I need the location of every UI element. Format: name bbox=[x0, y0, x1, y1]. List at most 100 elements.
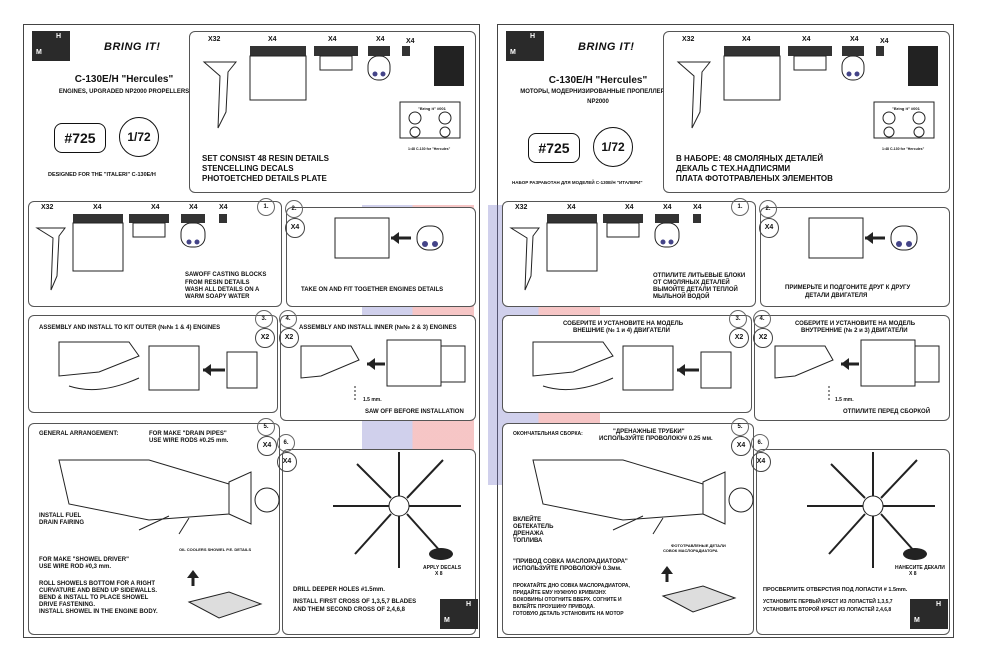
step-number: 5. bbox=[257, 418, 275, 436]
kit-title: C-130E/H "Hercules" bbox=[74, 74, 174, 85]
set-consist-2: ДЕКАЛЬ С ТЕХ.НАДПИСЯМИ bbox=[676, 164, 791, 173]
step-1-line3: ВЫМОЙТЕ ДЕТАЛИ ТЕПЛОЙ bbox=[653, 287, 738, 293]
step-1-box: 1. X32 X4 X4 X4 X4 ОТПИЛИТЕ ЛИТЬЕВЫЕ БЛО… bbox=[502, 198, 756, 307]
kit-number: #725 bbox=[54, 123, 106, 153]
qty-badge: X4 bbox=[277, 452, 297, 472]
kit-subtitle-2: NP2000 bbox=[587, 99, 609, 105]
step-4-drawing bbox=[774, 339, 940, 400]
install-cross-line1: INSTALL FIRST CROSS OF 1,3,5,7 BLADES bbox=[293, 599, 417, 605]
step-number: 6. bbox=[751, 434, 769, 452]
showel-pe-drawing bbox=[661, 566, 737, 613]
install-fuel-line1: ВКЛЕЙТЕ bbox=[513, 517, 542, 523]
roll-showels-line4: ВКЛЕЙТЕ ПРОУШИНУ ПРИВОДА. bbox=[513, 604, 595, 610]
step-number: 1. bbox=[731, 198, 749, 216]
hm-logo: H M bbox=[32, 31, 70, 61]
kit-subtitle: ENGINES, UPGRADED NP2000 PROPELLERS bbox=[58, 89, 190, 95]
step-3-line1: СОБЕРИТЕ И УСТАНОВИТЕ НА МОДЕЛЬ bbox=[563, 321, 684, 327]
install-fuel-line4: ТОПЛИВА bbox=[513, 538, 543, 544]
install-fuel-line2: DRAIN FAIRING bbox=[39, 520, 84, 526]
qty-label: X4 bbox=[567, 204, 576, 211]
qty-label: X4 bbox=[93, 204, 102, 211]
step-number: 3. bbox=[729, 310, 747, 328]
pe-plate-footer: 1:48 C-130 for "Hercules" bbox=[882, 147, 925, 151]
oil-coolers-line2: СОВОК МАСЛОРАДИАТОРА bbox=[663, 548, 718, 553]
set-consist-1: SET CONSIST 48 RESIN DETAILS bbox=[202, 154, 329, 163]
showel-pe-drawing bbox=[187, 570, 263, 619]
kit-number: #725 bbox=[528, 133, 580, 163]
roll-showels-line2: CURVATURE AND BEND UP SIDEWALLS. bbox=[39, 588, 158, 594]
roll-showels-line3: БОКОВИНЫ ОТОГНИТЕ ВВЕРХ. СОГНИТЕ И bbox=[513, 597, 622, 603]
step-1-line2: FROM RESIN DETAILS bbox=[185, 280, 250, 286]
drain-pipes-line2: ИСПОЛЬЗУЙТЕ ПРОВОЛОКУ# 0.25 мм. bbox=[599, 436, 713, 442]
drill-holes: DRILL DEEPER HOLES #1.5mm. bbox=[293, 587, 385, 593]
step-1-line4: МЫЛЬНОЙ ВОДОЙ bbox=[653, 294, 710, 300]
set-consist-1: В НАБОРЕ: 48 СМОЛЯНЫХ ДЕТАЛЕЙ bbox=[676, 154, 824, 163]
step-1-line1: ОТПИЛИТЕ ЛИТЬЕВЫЕ БЛОКИ bbox=[653, 273, 746, 279]
step-3-drawing bbox=[532, 341, 732, 391]
qty-badge: X4 bbox=[257, 436, 277, 456]
dim-1-5: 1.5 mm. bbox=[363, 397, 382, 403]
showel-driver-line2: ИСПОЛЬЗУЙТЕ ПРОВОЛОКУ# 0.3мм. bbox=[513, 566, 622, 572]
general-arrangement-label: GENERAL ARRANGEMENT: bbox=[39, 431, 119, 437]
saw-off-text: ОТПИЛИТЕ ПЕРЕД СБОРКОЙ bbox=[843, 409, 931, 415]
propeller-drawing bbox=[807, 452, 935, 568]
step-number: 3. bbox=[255, 310, 273, 328]
step-4-box: 4. X2 ASSEMBLY AND INSTALL INNER (№№ 2 &… bbox=[279, 310, 476, 421]
qty-badge: X2 bbox=[255, 328, 275, 348]
qty-label: X4 bbox=[802, 36, 811, 43]
install-cross-line1: УСТАНОВИТЕ ПЕРВЫЙ КРЕСТ ИЗ ЛОПАСТЕЙ 1,3,… bbox=[763, 599, 893, 605]
install-fuel-line3: ДРЕНАЖА bbox=[513, 531, 544, 537]
resin-parts-drawing bbox=[202, 46, 464, 139]
roll-showels-line1: ПРОКАТАЙТЕ ДНО СОВКА МАСЛОРАДИАТОРА, bbox=[513, 583, 630, 589]
scale-badge: 1/72 bbox=[593, 127, 633, 167]
step-4-line1: СОБЕРИТЕ И УСТАНОВИТЕ НА МОДЕЛЬ bbox=[795, 321, 916, 327]
roll-showels-line1: ROLL SHOWELS BOTTOM FOR A RIGHT bbox=[39, 581, 155, 587]
step-number: 6. bbox=[277, 434, 295, 452]
qty-label: X32 bbox=[515, 204, 528, 211]
qty-badge: X4 bbox=[731, 436, 751, 456]
designed-for: НАБОР РАЗРАБОТАН ДЛЯ МОДЕЛЕЙ С-130Е/Н "И… bbox=[512, 180, 643, 185]
dim-1-5: 1.5 mm. bbox=[835, 397, 854, 403]
kit-contents-box: X32 X4 X4 X4 X4 "Bring it" #001 1:48 C-1… bbox=[189, 31, 476, 193]
apply-decals-qty: X 8 bbox=[435, 571, 443, 577]
install-cross-line2: AND THEM SECOND CROSS OF 2,4,6,8 bbox=[293, 607, 406, 613]
showel-driver-line1: "ПРИВОД СОВКА МАСЛОРАДИАТОРА" bbox=[513, 559, 628, 565]
qty-label: X4 bbox=[268, 36, 277, 43]
step-1-box: 1. X32 X4 X4 X4 X4 SAWOFF CASTING BLOCKS… bbox=[28, 198, 282, 307]
step-number: 2. bbox=[285, 200, 303, 218]
set-consist-3: PHOTOETCHED DETAILS PLATE bbox=[202, 174, 327, 183]
qty-label: X4 bbox=[406, 38, 415, 45]
step-1-line1: SAWOFF CASTING BLOCKS bbox=[185, 272, 267, 278]
step-1-line4: WARM SOAPY WATER bbox=[185, 294, 250, 300]
saw-off-text: SAW OFF BEFORE INSTALLATION bbox=[365, 409, 464, 415]
step-3-drawing bbox=[58, 341, 258, 391]
step-2-line2: ДЕТАЛИ ДВИГАТЕЛЯ bbox=[805, 293, 868, 299]
step-3-line2: ВНЕШНИЕ (№ 1 и 4) ДВИГАТЕЛИ bbox=[573, 328, 670, 334]
apply-decals: НАНЕСИТЕ ДЕКАЛИ bbox=[895, 565, 945, 571]
set-consist-3: ПЛАТА ФОТОТРАВЛЕНЫХ ЭЛЕМЕНТОВ bbox=[676, 174, 833, 183]
kit-contents-box: X32 X4 X4 X4 X4 "Bring it" #001 1:48 C-1… bbox=[663, 31, 950, 193]
step-3-box: 3. X2 СОБЕРИТЕ И УСТАНОВИТЕ НА МОДЕЛЬ ВН… bbox=[502, 310, 752, 413]
step-5-box: 5. X4 ОКОНЧАТЕЛЬНАЯ СБОРКА: "ДРЕНАЖНЫЕ Т… bbox=[502, 418, 754, 635]
hm-logo-footer: H M bbox=[910, 599, 948, 629]
drain-pipes-line2: USE WIRE RODS #0.25 mm. bbox=[149, 438, 229, 444]
kit-title: C-130E/H "Hercules" bbox=[548, 75, 648, 86]
set-consist-2: STENCELLING DECALS bbox=[202, 164, 294, 173]
qty-label: X4 bbox=[376, 36, 385, 43]
qty-label: X32 bbox=[208, 36, 221, 43]
pe-plate-title: "Bring it" #001 bbox=[418, 106, 446, 111]
step-1-drawing bbox=[35, 214, 227, 291]
step-number: 5. bbox=[731, 418, 749, 436]
step-2-line1: ПРИМЕРЬТЕ И ПОДГОНИТЕ ДРУГ К ДРУГУ bbox=[785, 285, 911, 291]
general-arrangement-label: ОКОНЧАТЕЛЬНАЯ СБОРКА: bbox=[513, 431, 583, 437]
apply-decals-qty: X 8 bbox=[909, 571, 917, 577]
qty-label: X4 bbox=[189, 204, 198, 211]
russian-instruction-sheet: H M BRING IT! C-130E/H "Hercules" МОТОРЫ… bbox=[488, 24, 954, 638]
showel-driver-line1: FOR MAKE "SHOWEL DRIVER" bbox=[39, 557, 129, 563]
kit-subtitle: МОТОРЫ, МОДЕРНИЗИРОВАННЫЕ ПРОПЕЛЛЕРАМИ bbox=[520, 89, 678, 95]
step-number: 2. bbox=[759, 200, 777, 218]
resin-parts-drawing bbox=[676, 46, 938, 139]
step-1-drawing bbox=[509, 214, 701, 291]
install-cross-line2: УСТАНОВИТЕ ВТОРОЙ КРЕСТ ИЗ ЛОПАСТЕЙ 2,4,… bbox=[763, 607, 892, 613]
qty-label: X4 bbox=[625, 204, 634, 211]
